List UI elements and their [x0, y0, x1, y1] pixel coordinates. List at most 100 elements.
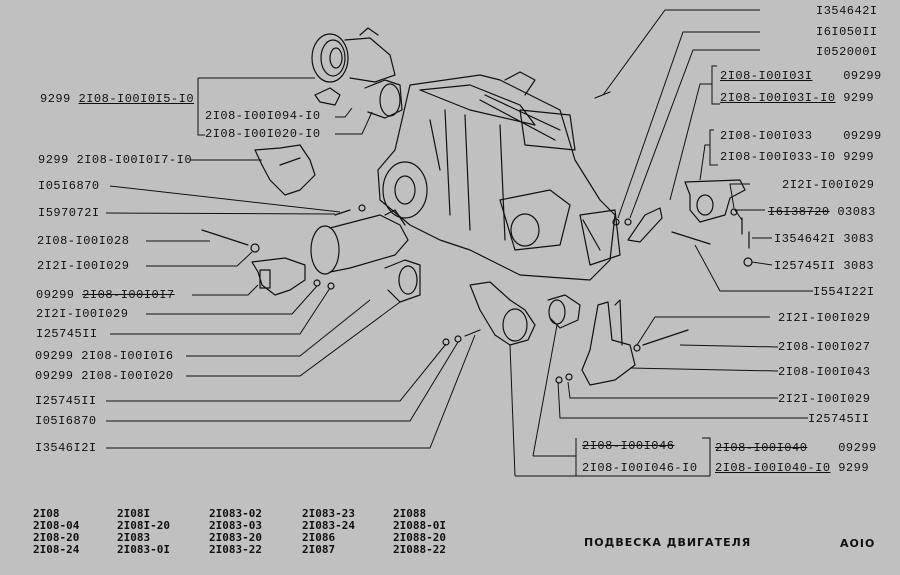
callout-left-13: 09299 2I08-I00I020	[35, 369, 174, 383]
nut	[358, 204, 366, 212]
part-number[interactable]: 2I08-I00I020-I0	[205, 127, 321, 141]
washer	[743, 257, 753, 267]
nut	[442, 338, 450, 346]
part-number[interactable]: 2I08-I00I03I	[720, 69, 813, 83]
callout-left-12: 09299 2I08-I00I0I6	[35, 349, 174, 363]
callout-suffix: 09299	[838, 441, 877, 455]
callout-right-1: I354642I	[816, 4, 878, 18]
right-upper-mount	[684, 179, 746, 223]
callout-right-4: 2I08-I00I03I 09299	[720, 69, 882, 83]
part-number[interactable]: 2I08-I00I043	[778, 365, 871, 379]
part-number[interactable]: 2I08-I00I040-I0	[715, 461, 831, 475]
part-number[interactable]: I354642I	[816, 4, 878, 18]
bolt	[642, 329, 689, 346]
callout-right-17: I25745II	[808, 412, 870, 426]
upper-mount-bracket	[311, 27, 396, 83]
engine-assembly	[377, 71, 621, 281]
callout-left-16: I3546I2I	[35, 441, 97, 455]
callout-suffix: 9299	[838, 461, 870, 475]
model-code: 2I083-02	[209, 507, 262, 520]
part-number[interactable]: 2I08-I00I03I-I0	[720, 91, 836, 105]
part-number[interactable]: 2I2I-I00I029	[37, 259, 130, 273]
part-number[interactable]: I25745II	[774, 259, 836, 273]
part-number[interactable]: I25745II	[35, 394, 97, 408]
callout-suffix: 9299	[843, 91, 875, 105]
model-code: 2I08-04	[33, 519, 80, 532]
part-number[interactable]: I354642I	[774, 232, 836, 246]
part-number[interactable]: I05I6870	[38, 179, 100, 193]
callout-right-8: 2I2I-I00I029	[782, 178, 874, 192]
leader-lines	[105, 9, 813, 477]
model-code: 2I088-20	[393, 531, 446, 544]
callout-bottom-2: 2I08-I00I046-I0	[582, 461, 698, 475]
callout-suffix: 3083	[843, 232, 875, 246]
part-number[interactable]: 2I08-I00I0I5-I0	[78, 92, 195, 106]
callout-right-13: 2I2I-I00I029	[778, 311, 870, 325]
callout-right-9: I6I38720 03083	[768, 205, 876, 219]
callout-suffix: 03083	[837, 205, 876, 219]
model-column-2: 2I08I 2I08I-20 2I083 2I083-0I	[117, 508, 170, 556]
callout-right-3: I052000I	[816, 45, 878, 59]
callout-right-2: I6I050II	[816, 25, 878, 39]
part-number[interactable]: 2I08-I00I094-I0	[205, 109, 321, 123]
model-code: 2I08	[33, 507, 60, 520]
part-number[interactable]: 2I08-I00I028	[37, 234, 130, 248]
model-code: 2I083-03	[209, 519, 262, 532]
model-code: 2I08I-20	[117, 519, 170, 532]
model-code: 2I083-24	[302, 519, 355, 532]
model-code: 2I088-0I	[393, 519, 446, 532]
nut	[313, 279, 321, 287]
model-column-5: 2I088 2I088-0I 2I088-20 2I088-22	[393, 508, 446, 556]
part-number[interactable]: 2I08-I00I0I7	[82, 288, 175, 302]
callout-left-15: I05I6870	[35, 414, 97, 428]
part-number[interactable]: 2I08-I00I033	[720, 129, 813, 143]
model-code: 2I083-22	[209, 543, 262, 556]
callout-right-7: 2I08-I00I033-I0 9299	[720, 150, 874, 164]
part-number[interactable]: 2I08-I00I033-I0	[720, 150, 836, 164]
part-number[interactable]: I6I050II	[816, 25, 878, 39]
part-number[interactable]: 2I08-I00I0I7-I0	[76, 153, 193, 167]
part-number[interactable]: 2I2I-I00I029	[36, 307, 129, 321]
rubber-bushing-upper	[364, 79, 403, 119]
model-code: 2I083	[117, 531, 151, 544]
part-number[interactable]: I052000I	[816, 45, 878, 59]
diagram-title: ПОДВЕСКА ДВИГАТЕЛЯ	[584, 536, 752, 549]
part-number[interactable]: 2I08-I00I046-I0	[582, 461, 698, 475]
callout-bottom-1: 2I08-I00I046	[582, 439, 674, 453]
part-number[interactable]: I6I38720	[768, 205, 830, 219]
model-code: 2I088	[393, 507, 427, 520]
part-number[interactable]: 2I08-I00I020	[81, 369, 174, 383]
callout-left-3: 2I08-I00I020-I0	[205, 127, 321, 141]
model-code: 2I086	[302, 531, 336, 544]
model-code: 2I083-23	[302, 507, 355, 520]
part-number[interactable]: I597072I	[38, 206, 100, 220]
part-number[interactable]: I554I22I	[813, 285, 875, 299]
part-number[interactable]: I25745II	[36, 327, 98, 341]
washer	[454, 335, 462, 343]
pin	[594, 91, 611, 99]
callout-left-2: 2I08-I00I094-I0	[205, 109, 321, 123]
part-number[interactable]: 2I08-I00I027	[778, 340, 871, 354]
part-number[interactable]: 2I08-I00I040	[715, 441, 808, 455]
part-number[interactable]: 2I08-I00I046	[582, 439, 675, 453]
long-bolt	[671, 231, 711, 245]
part-number[interactable]: 2I2I-I00I029	[778, 392, 871, 406]
part-number[interactable]: 2I2I-I00I029	[778, 311, 871, 325]
washer	[250, 243, 260, 253]
part-number[interactable]: I3546I2I	[35, 441, 97, 455]
callout-left-1: 9299 2I08-I00I0I5-I0	[40, 92, 194, 106]
callout-left-4: 9299 2I08-I00I0I7-I0	[38, 153, 192, 167]
part-number[interactable]: 2I2I-I00I029	[782, 178, 875, 192]
model-code: 2I083-0I	[117, 543, 170, 556]
nut	[555, 376, 563, 384]
callout-right-16: 2I2I-I00I029	[778, 392, 870, 406]
callout-prefix: 09299	[35, 369, 74, 383]
bolt	[334, 209, 351, 216]
callout-left-6: I597072I	[38, 206, 100, 220]
washer	[565, 373, 573, 381]
part-number[interactable]: 2I08-I00I0I6	[81, 349, 174, 363]
part-number[interactable]: I25745II	[808, 412, 870, 426]
callout-suffix: 09299	[843, 69, 882, 83]
part-number[interactable]: I05I6870	[35, 414, 97, 428]
